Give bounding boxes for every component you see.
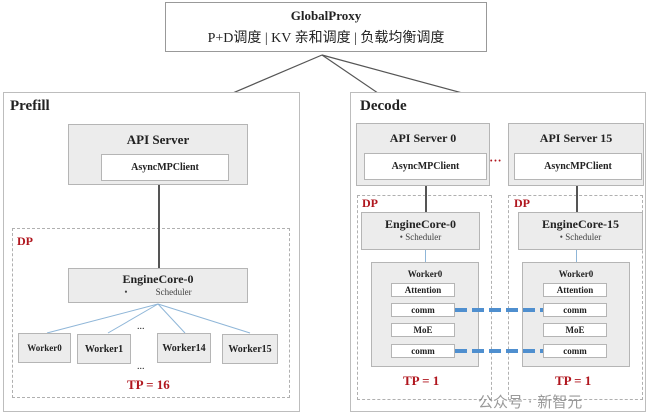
scheduler-bullet: •: [124, 287, 128, 297]
decode-module-comm: comm: [391, 303, 455, 317]
decode-dp-group-15: [508, 195, 643, 400]
prefill-api-server-title: API Server: [126, 132, 190, 147]
decode15-api-line: [576, 186, 578, 212]
prefill-worker: Worker0: [18, 333, 71, 363]
worker-link: [157, 303, 186, 334]
prefill-tp-label: TP = 16: [127, 377, 170, 392]
scheduler-label: Scheduler: [155, 287, 192, 297]
global-proxy-subtitle: P+D调度 | KV 亲和调度 | 负载均衡调度: [207, 31, 445, 46]
decode-api-server-title: API Server 0: [389, 131, 457, 145]
prefill-worker: Worker14: [157, 333, 211, 363]
decode-dp-group-0: [357, 195, 492, 400]
decode-engine-core-0: EngineCore-0 • Scheduler: [361, 212, 480, 250]
worker-link: [157, 303, 251, 334]
decode-api-server-title: API Server 15: [539, 131, 613, 145]
prefill-worker: Worker15: [222, 334, 278, 364]
worker-link: [107, 303, 159, 334]
decode-dp-label: DP: [514, 196, 530, 210]
prefill-async-client: AsyncMPClient: [101, 154, 229, 181]
decode-engine-core-title: EngineCore-15: [541, 217, 620, 231]
prefill-label: Prefill: [10, 98, 50, 114]
global-proxy-box: GlobalProxy P+D调度 | KV 亲和调度 | 负载均衡调度: [165, 2, 487, 52]
prefill-scheduler: • Scheduler: [69, 287, 247, 297]
decode-module-attention: Attention: [543, 283, 607, 297]
decode-scheduler: • Scheduler: [399, 232, 442, 242]
decode-ellipsis-dots: • • •: [490, 157, 501, 165]
decode-engine-core-15: EngineCore-15 • Scheduler: [518, 212, 643, 250]
decode-tp-label-0: TP = 1: [403, 373, 440, 388]
decode-module-moe: MoE: [391, 323, 455, 337]
prefill-api-line: [158, 185, 160, 268]
decode15-worker-line: [576, 250, 577, 262]
prefill-dp-group: [12, 228, 290, 398]
prefill-ellipsis: ...: [137, 321, 145, 332]
decode-async-client: AsyncMPClient: [364, 153, 487, 180]
watermark: 公众号 · 新智元: [478, 393, 583, 411]
global-proxy-title: GlobalProxy: [290, 8, 362, 23]
decode-tp-label-15: TP = 1: [555, 373, 592, 388]
decode-module-moe: MoE: [543, 323, 607, 337]
decode0-worker-line: [425, 250, 426, 262]
decode-engine-core-title: EngineCore-0: [384, 217, 457, 231]
decode-dp-label: DP: [362, 196, 378, 210]
worker-link: [46, 303, 159, 334]
decode-module-attention: Attention: [391, 283, 455, 297]
prefill-dp-label: DP: [17, 234, 33, 248]
prefill-ellipsis: ...: [137, 361, 145, 372]
decode-scheduler: • Scheduler: [559, 232, 602, 242]
decode-module-comm: comm: [391, 344, 455, 358]
decode-worker-title: Worker0: [558, 269, 594, 279]
decode-module-comm: comm: [543, 344, 607, 358]
decode-worker-title: Worker0: [407, 269, 443, 279]
prefill-engine-core: EngineCore-0 • Scheduler: [68, 268, 248, 303]
prefill-worker: Worker1: [77, 334, 131, 364]
decode-async-client: AsyncMPClient: [514, 153, 642, 180]
prefill-engine-core-title: EngineCore-0: [122, 272, 194, 286]
decode0-api-line: [425, 186, 427, 212]
decode-label: Decode: [360, 98, 407, 114]
decode-module-comm: comm: [543, 303, 607, 317]
